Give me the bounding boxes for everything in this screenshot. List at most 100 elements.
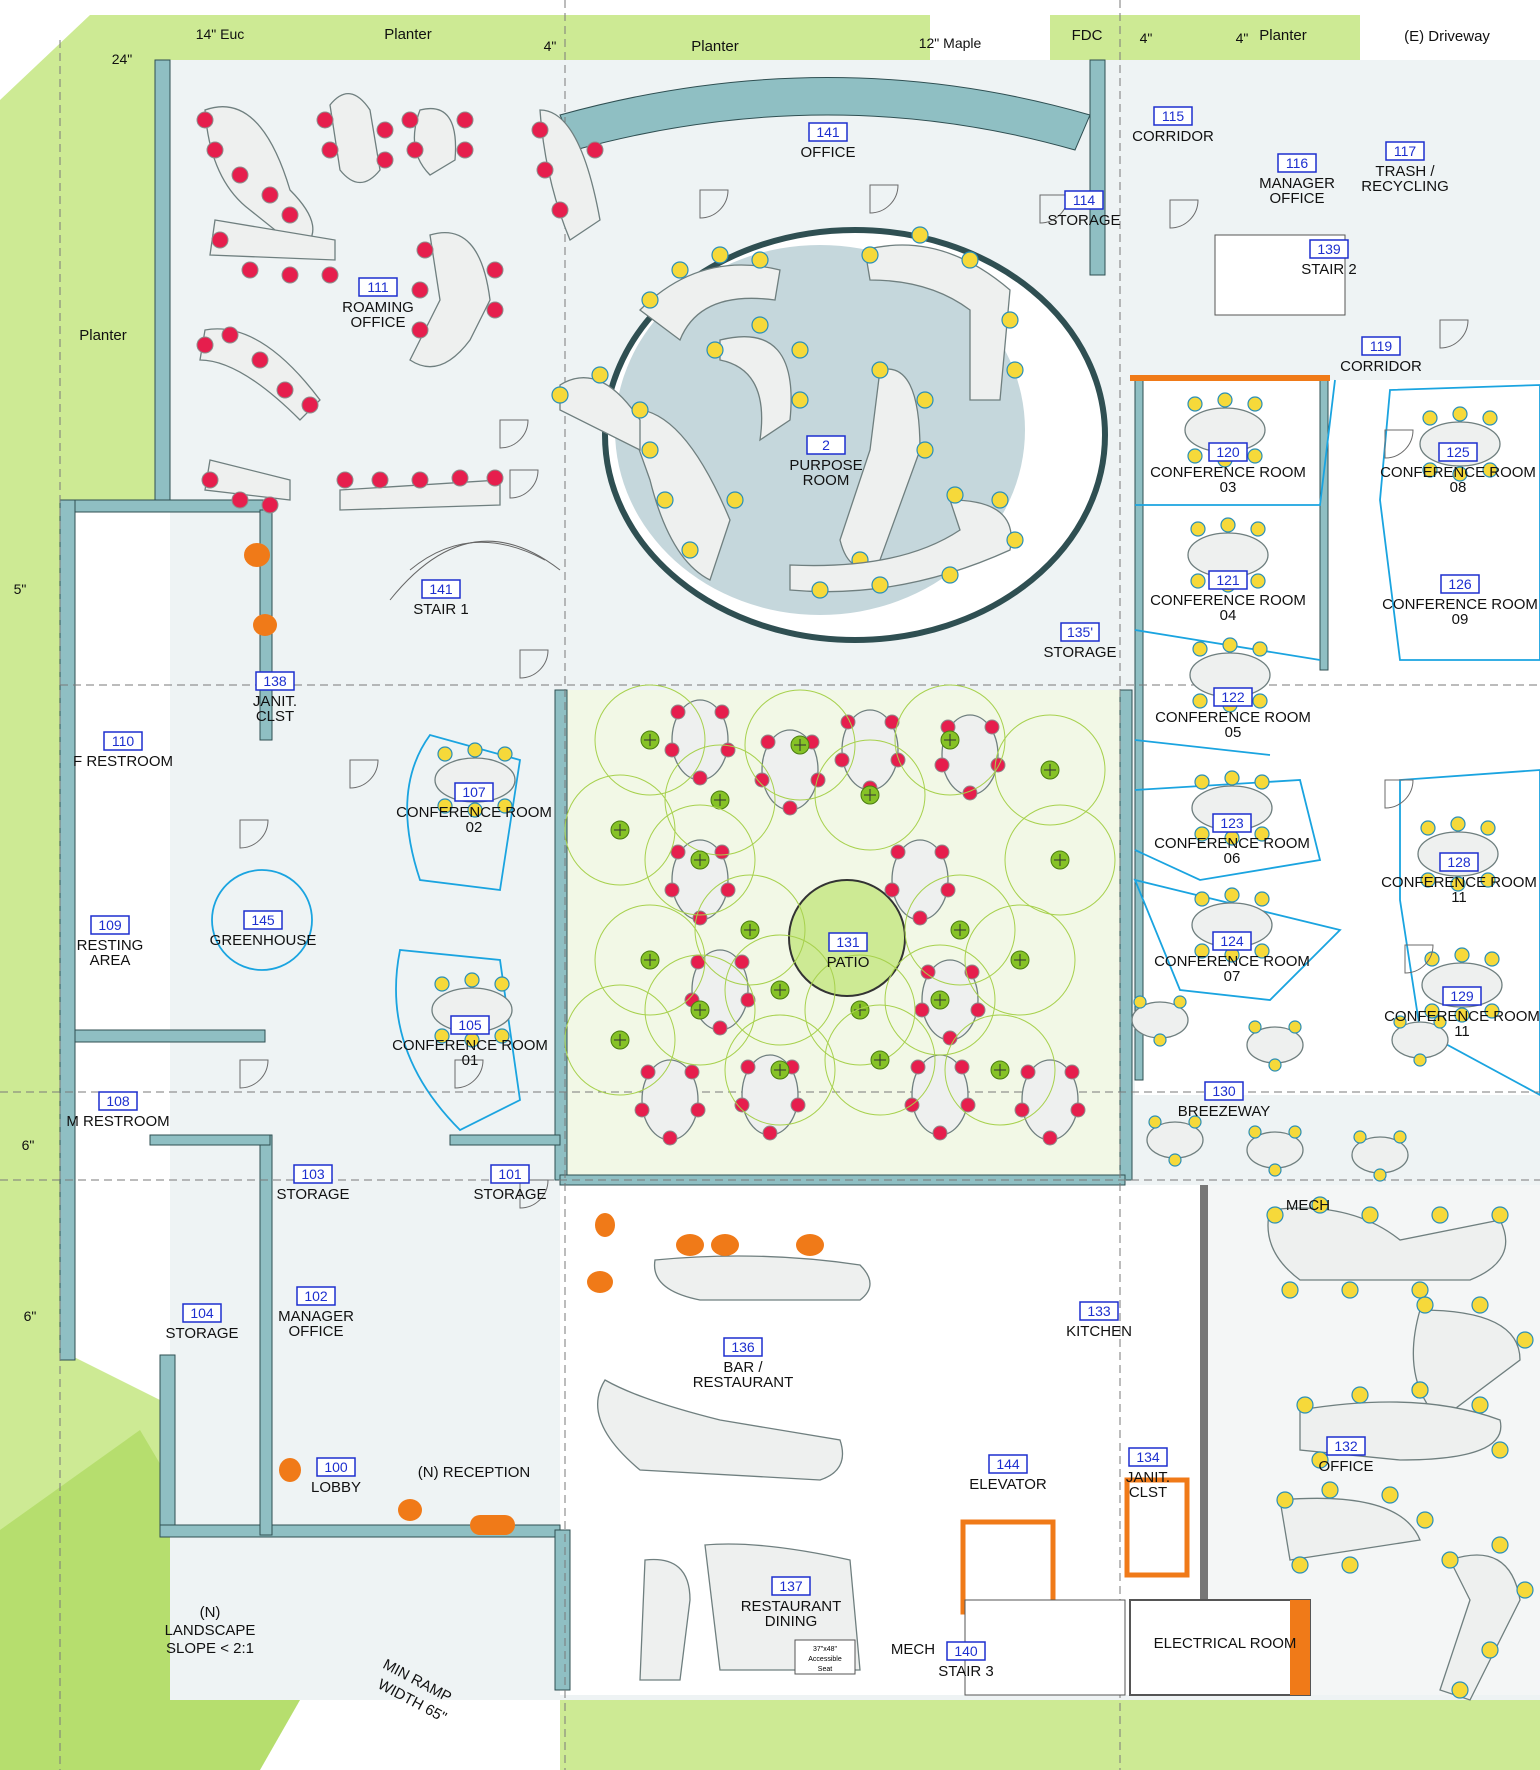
chair [631, 401, 649, 419]
tree-labels: 14" Euc 12" Maple 24" 4" 4" 4" 5" 6" 6" [14, 26, 1249, 1324]
room-name: OFFICE [1319, 1458, 1374, 1475]
planter-top-right [1050, 15, 1360, 60]
table-group [653, 1255, 871, 1301]
room-name: CONFERENCE ROOM [1154, 953, 1310, 970]
chair [1482, 462, 1498, 478]
chair [940, 882, 956, 898]
room-number-box [1439, 852, 1479, 872]
chair [1194, 774, 1210, 790]
table [413, 108, 457, 176]
elevator-shaft [960, 1519, 1056, 1615]
room-number: 101 [498, 1166, 522, 1182]
chair [276, 381, 294, 399]
chair [720, 882, 736, 898]
chair [712, 1020, 728, 1036]
room-name: PATIO [827, 954, 870, 971]
planter-label-2: Planter [691, 38, 739, 55]
chair [1194, 826, 1210, 842]
room-number: 111 [367, 279, 388, 295]
chair [1006, 531, 1024, 549]
room-name: CLST [1129, 1484, 1167, 1501]
room-name: CONFERENCE ROOM [1380, 464, 1536, 481]
chair [960, 1097, 976, 1113]
room-name: STAIR 1 [413, 601, 469, 618]
chair [1422, 410, 1438, 426]
room-number-box [358, 277, 398, 297]
chair [790, 1097, 806, 1113]
chair [1276, 1491, 1294, 1509]
chair [840, 714, 856, 730]
room-name: OFFICE [289, 1323, 344, 1340]
chair [1491, 1206, 1509, 1224]
chair [1484, 951, 1500, 967]
tree-label-4c: 4" [1236, 30, 1249, 46]
chair [1014, 1102, 1030, 1118]
table [704, 1543, 861, 1671]
tree-icon [944, 1014, 1056, 1126]
chair [861, 246, 879, 264]
chair [1450, 816, 1466, 832]
chair [942, 1030, 958, 1046]
chair [1250, 521, 1266, 537]
chair [1188, 1115, 1202, 1129]
room-name: STORAGE [473, 1186, 546, 1203]
chair [740, 1059, 756, 1075]
chair [762, 1125, 778, 1141]
breezeway-table [1391, 1015, 1449, 1067]
room-number: 105 [458, 1017, 482, 1033]
chair [1192, 641, 1208, 657]
planter-left [0, 15, 290, 1770]
chair [916, 391, 934, 409]
room-name: 06 [1224, 850, 1241, 867]
room-135-label: 135'STORAGE [1043, 622, 1117, 661]
table-group [639, 246, 781, 342]
room-number: 145 [251, 912, 275, 928]
table-group [1266, 1196, 1509, 1299]
room-name: CORRIDOR [1132, 128, 1214, 145]
room-name: GREENHOUSE [210, 932, 317, 949]
chair [1296, 1396, 1314, 1414]
room-number-box [1064, 190, 1104, 210]
chair [1252, 693, 1268, 709]
room-name: 07 [1224, 968, 1241, 985]
chair [411, 321, 429, 339]
chair [1393, 1015, 1407, 1029]
chair [884, 714, 900, 730]
chair [726, 491, 744, 509]
conference-table [1191, 887, 1273, 963]
chair [1247, 448, 1263, 464]
room-number: 122 [1221, 689, 1245, 705]
chair [991, 491, 1009, 509]
table-group [861, 226, 1024, 401]
room-number-box [1204, 1081, 1244, 1101]
chair [494, 976, 510, 992]
tree-label-5: 5" [14, 581, 27, 597]
chair [1420, 872, 1436, 888]
tree-label-24: 24" [112, 51, 133, 67]
chair [681, 541, 699, 559]
door-swing [349, 759, 379, 789]
chair [782, 800, 798, 816]
chair [670, 704, 686, 720]
room-name: M RESTROOM [66, 1113, 169, 1130]
chair [1422, 462, 1438, 478]
room-name: CONFERENCE ROOM [396, 804, 552, 821]
room-number: 120 [1216, 444, 1240, 460]
chair [760, 734, 776, 750]
chair [690, 1102, 706, 1118]
room-name: CORRIDOR [1340, 358, 1422, 375]
chair [371, 471, 389, 489]
chair [1268, 1058, 1282, 1072]
planter-bottom [560, 1695, 1540, 1770]
chair [634, 1102, 650, 1118]
chair [1190, 521, 1206, 537]
tree-icon [564, 984, 676, 1096]
chair [1173, 995, 1187, 1009]
chair [664, 742, 680, 758]
